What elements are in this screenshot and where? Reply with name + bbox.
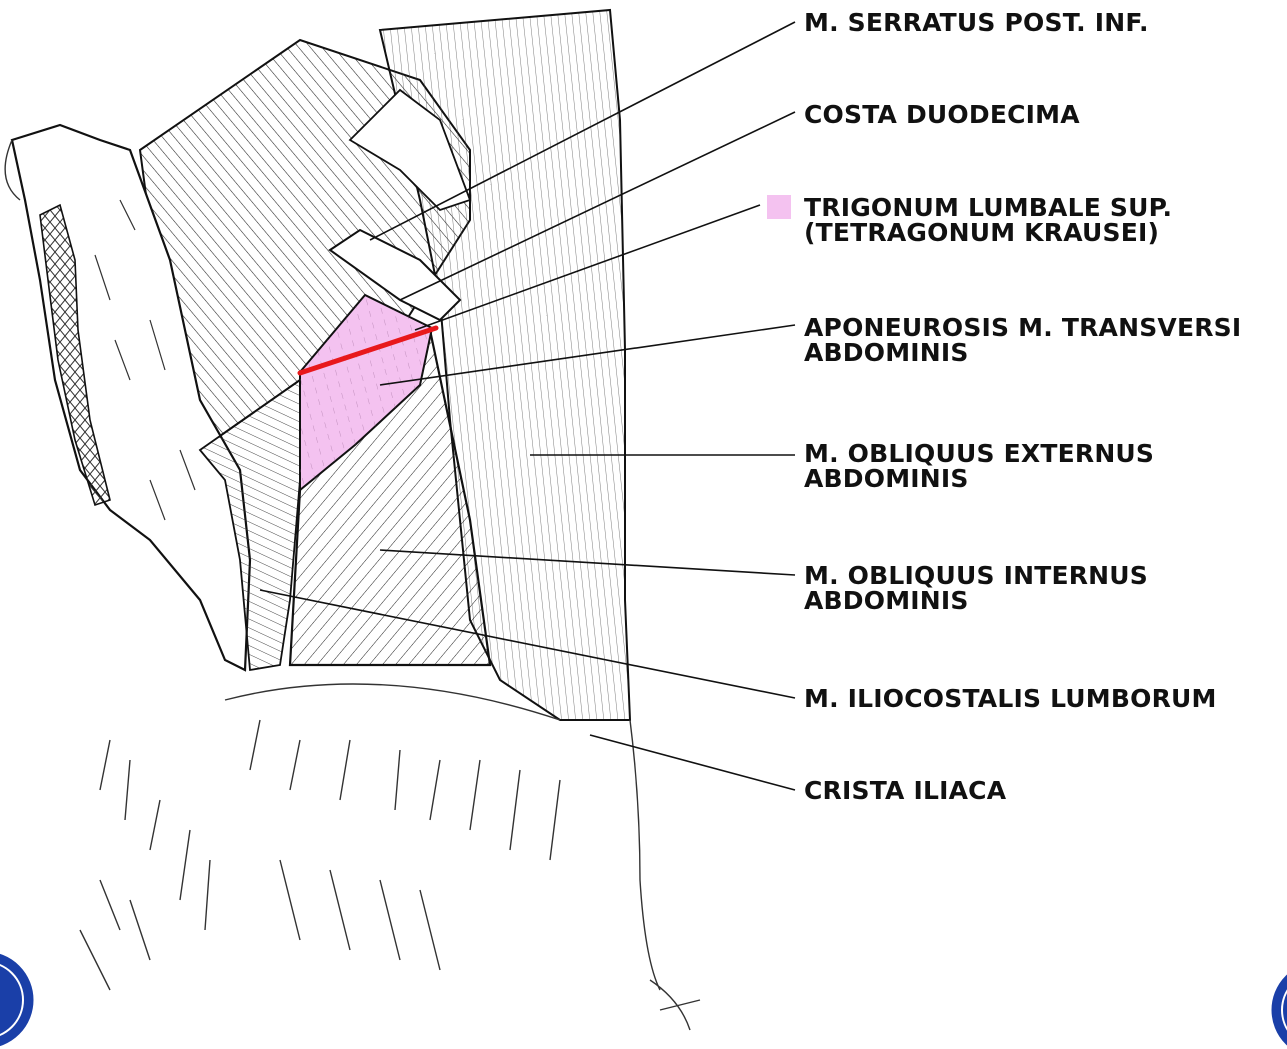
label-crista: CRISTA ILIACA [804,778,1006,803]
legend-swatch-icon [767,195,791,219]
label-internus-line2: ABDOMINIS [804,588,1148,613]
label-externus-line1: M. OBLIQUUS EXTERNUS [804,441,1154,466]
label-internus-line1: M. OBLIQUUS INTERNUS [804,563,1148,588]
label-costa: COSTA DUODECIMA [804,102,1080,127]
university-seal-icon-left [0,950,35,1049]
label-trigonum-line2: (TETRAGONUM KRAUSEI) [804,220,1172,245]
label-iliocostalis-text: M. ILIOCOSTALIS LUMBORUM [804,686,1217,711]
label-costa-text: COSTA DUODECIMA [804,102,1080,127]
label-aponeurosis: APONEUROSIS M. TRANSVERSI ABDOMINIS [804,315,1241,365]
label-trigonum-line1: TRIGONUM LUMBALE SUP. [804,195,1172,220]
label-externus-line2: ABDOMINIS [804,466,1154,491]
label-serratus: M. SERRATUS POST. INF. [804,10,1149,35]
university-seal-icon-right [1270,960,1287,1049]
label-iliocostalis: M. ILIOCOSTALIS LUMBORUM [804,686,1217,711]
label-aponeurosis-line2: ABDOMINIS [804,340,1241,365]
label-trigonum: TRIGONUM LUMBALE SUP. (TETRAGONUM KRAUSE… [804,195,1172,245]
label-serratus-text: M. SERRATUS POST. INF. [804,10,1149,35]
label-internus: M. OBLIQUUS INTERNUS ABDOMINIS [804,563,1148,613]
label-aponeurosis-line1: APONEUROSIS M. TRANSVERSI [804,315,1241,340]
label-externus: M. OBLIQUUS EXTERNUS ABDOMINIS [804,441,1154,491]
label-crista-text: CRISTA ILIACA [804,778,1006,803]
